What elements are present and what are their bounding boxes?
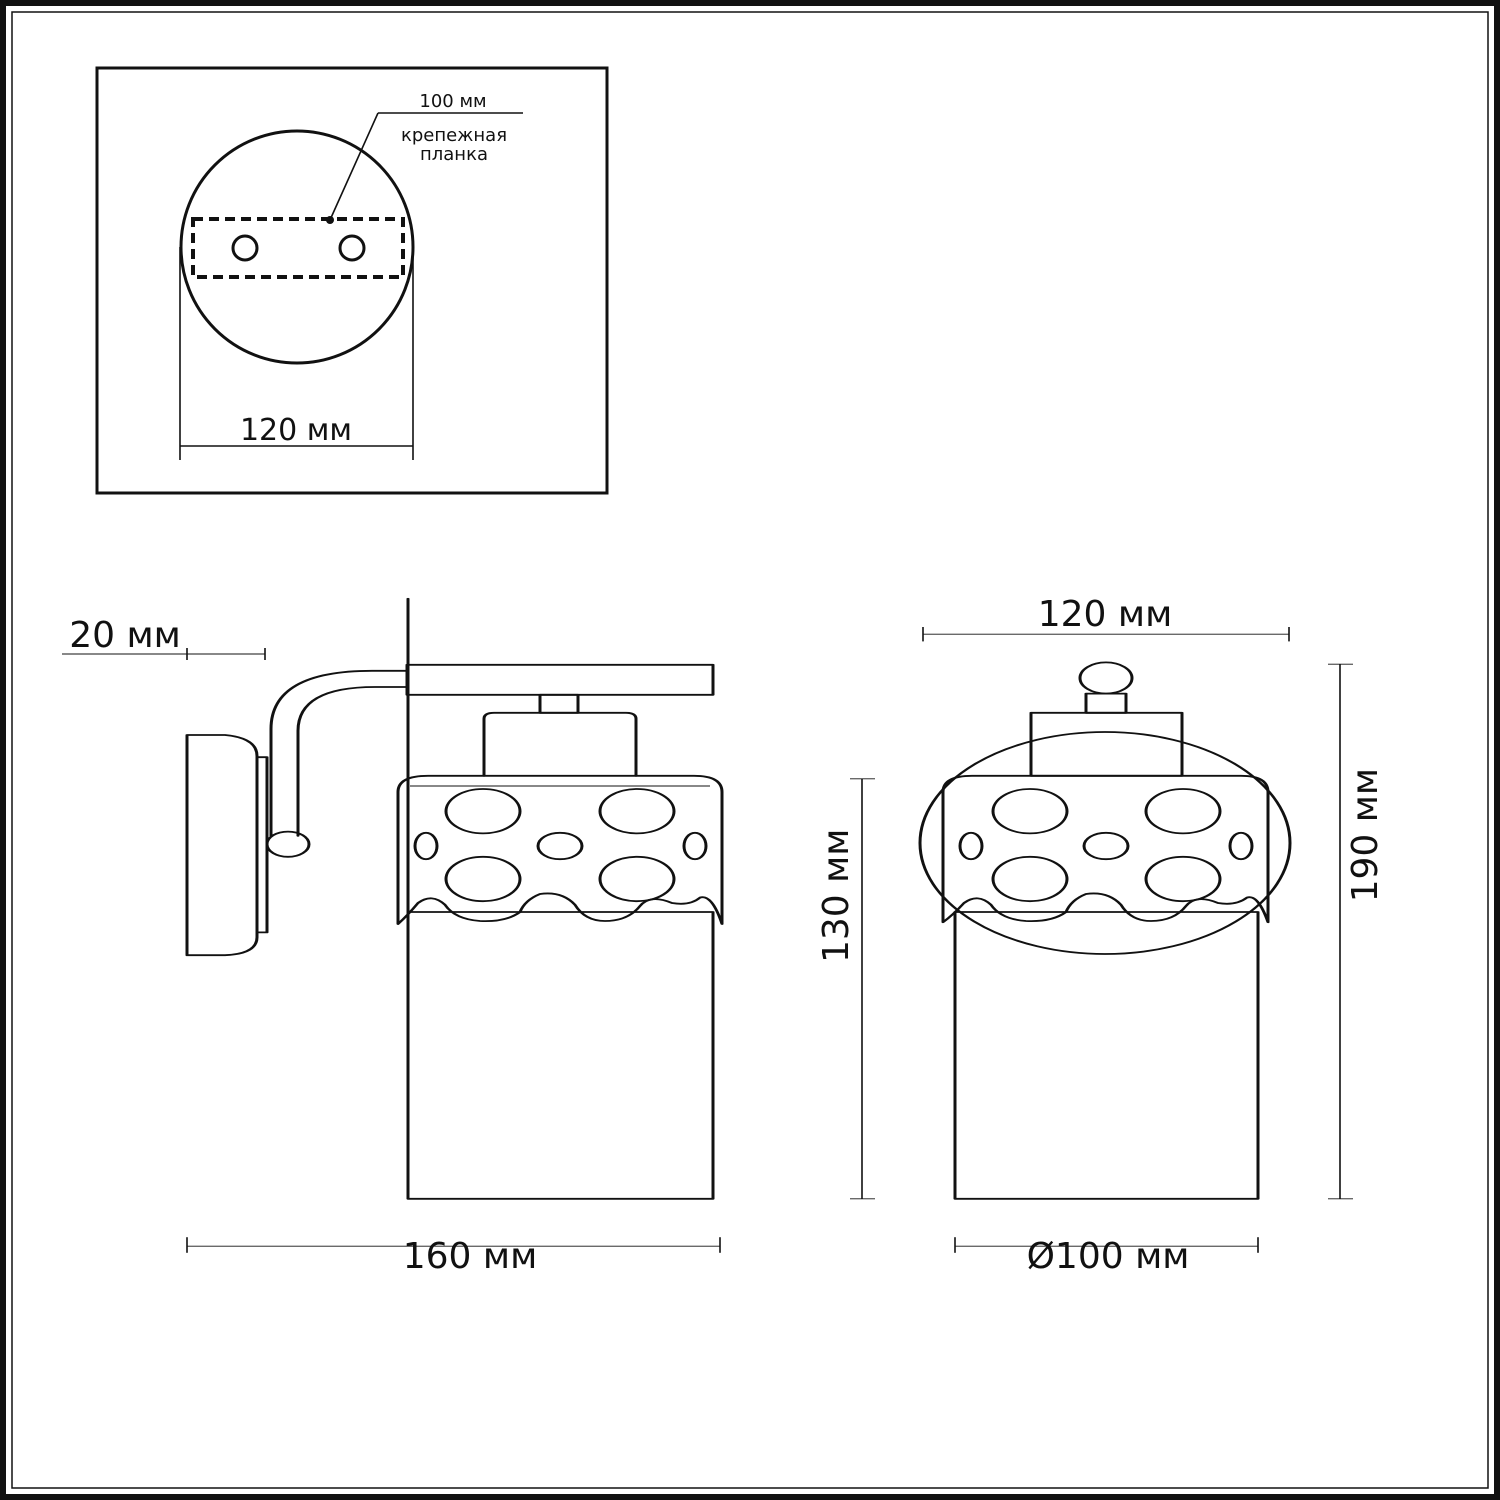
shade-hole — [413, 831, 439, 861]
shade-hole — [1228, 831, 1254, 861]
side-view — [185, 597, 724, 1200]
arm-joint — [265, 830, 311, 858]
plate-label-line2: планка — [420, 144, 488, 165]
shade-hole — [1144, 855, 1222, 903]
projection-label: 160 мм — [403, 1236, 537, 1277]
wall-base — [185, 734, 259, 957]
screw-hole-right — [338, 234, 366, 262]
arm — [269, 669, 409, 837]
front-view — [918, 661, 1292, 1200]
top-knob — [1078, 661, 1134, 695]
screw-hole-left — [231, 234, 259, 262]
plate-label-line1: крепежная — [401, 125, 507, 146]
plate-depth-label: 100 мм — [419, 91, 486, 112]
mount-bar — [405, 663, 715, 696]
wall-offset-label: 20 мм — [69, 615, 181, 656]
front-dimensions: 120 мм 190 мм Ø100 мм — [922, 594, 1386, 1277]
shade-hole — [682, 831, 708, 861]
mounting-plate — [191, 217, 405, 279]
shade-hole — [1144, 788, 1222, 835]
shade-hole — [598, 855, 676, 903]
side-dimensions: 20 мм 160 мм 130 мм — [62, 615, 875, 1277]
base-circle — [179, 129, 415, 365]
shade-hole — [598, 788, 676, 835]
shade-hole — [444, 855, 522, 903]
shade-height-label: 130 мм — [816, 829, 857, 963]
shade-hole — [1082, 831, 1130, 861]
shade-hole — [991, 788, 1069, 835]
shade-hole — [536, 831, 584, 861]
socket — [482, 711, 638, 777]
shade-hole — [991, 855, 1069, 903]
mounting-inset: 100 мм крепежная планка 120 мм — [95, 66, 609, 495]
front-socket — [1029, 711, 1184, 777]
shade-hole — [958, 831, 984, 861]
front-base-circle — [918, 731, 1292, 955]
total-height-label: 190 мм — [1345, 768, 1386, 902]
base-diameter-label: 120 мм — [240, 413, 352, 448]
shade-diameter-label: Ø100 мм — [1027, 1236, 1190, 1277]
shade-hole — [444, 788, 522, 835]
front-width-label: 120 мм — [1038, 594, 1172, 635]
front-shade — [941, 774, 1270, 924]
